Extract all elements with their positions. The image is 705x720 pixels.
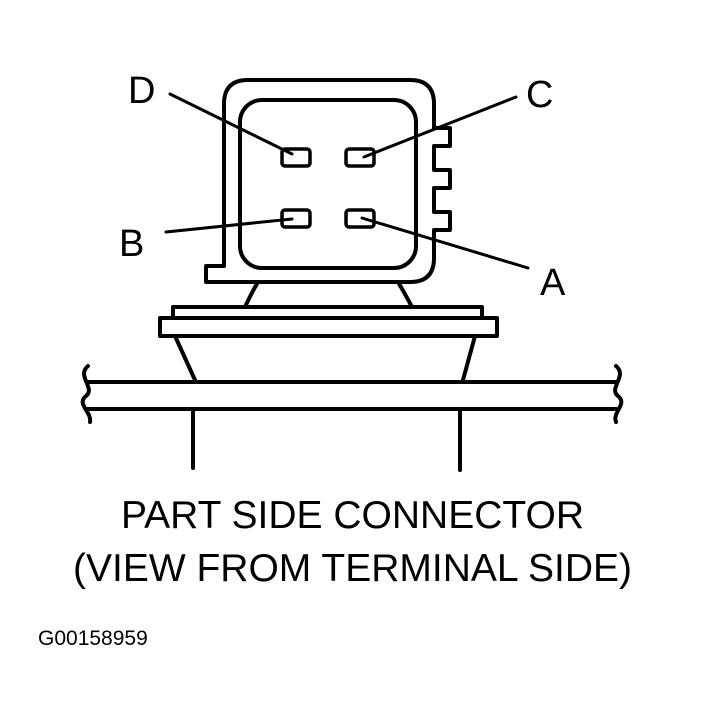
leader-lines [164,92,530,270]
terminal-a [344,208,376,229]
terminals [280,147,376,229]
caption-line-1: PART SIDE CONNECTOR [120,494,585,537]
pin-label-a: A [540,262,566,304]
leader-c [362,95,518,159]
pin-label-d: D [128,70,156,112]
leader-d [168,92,294,156]
mounting-bar [80,364,624,472]
terminal-c [344,147,376,168]
leader-a [360,216,530,270]
terminal-b [280,208,312,229]
terminal-d [280,147,312,168]
pin-label-b: B [119,223,145,265]
connector-body [158,78,499,382]
figure-id: G00158959 [38,627,148,650]
leader-b [164,217,294,234]
pin-label-c: C [526,74,554,116]
caption-line-2: (VIEW FROM TERMINAL SIDE) [72,547,633,590]
